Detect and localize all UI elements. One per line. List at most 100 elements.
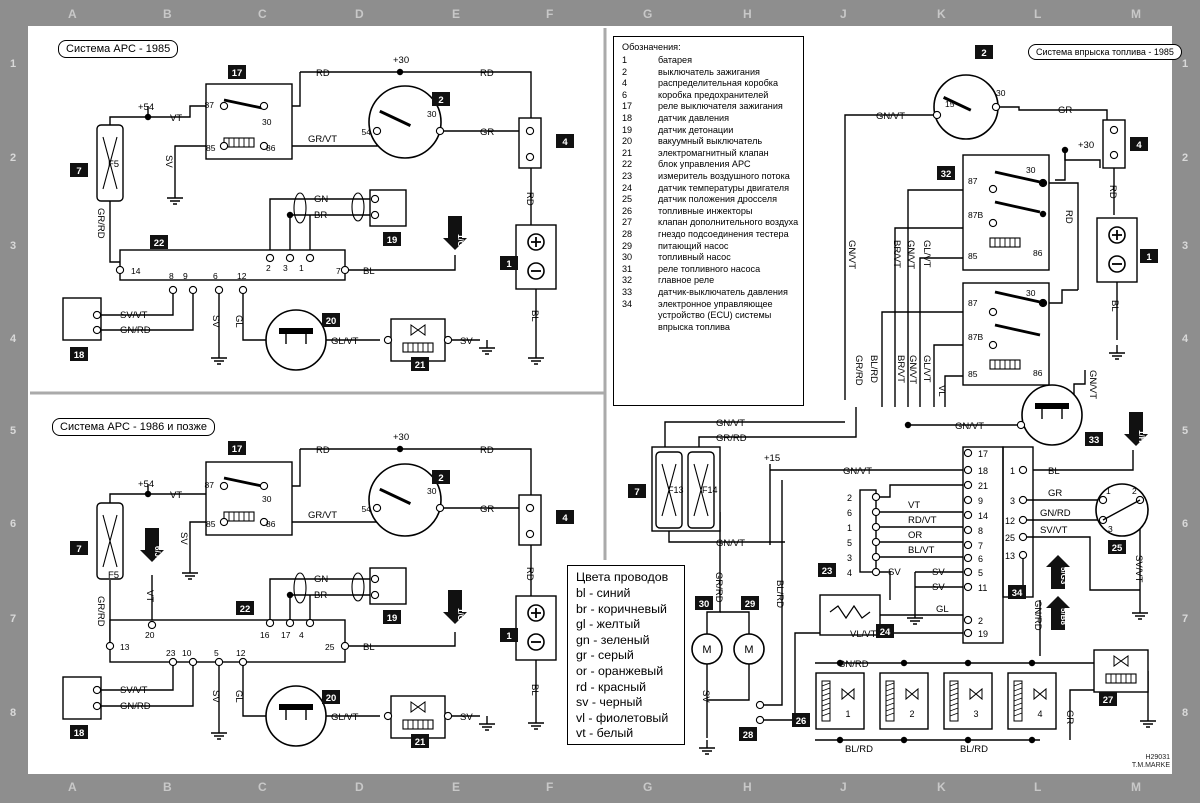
wire-label: BR/VT xyxy=(891,240,902,268)
terminal xyxy=(525,503,535,513)
connector-box xyxy=(518,117,542,169)
component-number: 2 xyxy=(438,473,443,484)
wire xyxy=(1043,182,1079,290)
ruler-letter-l: L xyxy=(1034,7,1042,21)
title-fuel-injection: Система впрыска топлива - 1985 xyxy=(1028,44,1182,60)
wire-label: 30 xyxy=(1026,288,1036,298)
component-number-badge xyxy=(1108,540,1126,554)
wire-label: 86 xyxy=(1033,248,1043,258)
terminal xyxy=(188,285,198,295)
junction-dot xyxy=(1028,659,1036,667)
component-number-badge xyxy=(1099,692,1117,706)
wire-label: BL xyxy=(363,642,375,653)
relay-body xyxy=(205,83,293,160)
wire-label: GR/RD xyxy=(716,433,747,444)
component-number-badge xyxy=(1008,585,1026,599)
title-apc-1985: Система APC - 1985 xyxy=(58,40,179,58)
wire-label: VT xyxy=(170,113,182,124)
coil-hatch xyxy=(885,697,895,702)
ruler-letter-g: G xyxy=(643,780,653,794)
ruler-letter-a: A xyxy=(68,7,77,21)
coil-hatch xyxy=(949,682,959,687)
wire-label: RD xyxy=(1107,185,1118,199)
relay-contact xyxy=(994,323,1041,337)
wire xyxy=(944,375,963,407)
wire-label: 5 xyxy=(847,538,852,548)
ruler-number-4: 4 xyxy=(1182,333,1189,345)
terminal xyxy=(755,700,765,710)
terminal xyxy=(963,510,973,520)
ruler-letter-j: J xyxy=(840,7,847,21)
coil-hatch xyxy=(821,712,831,717)
legend-item-text: впрыска топлива xyxy=(658,321,730,332)
junction-dot xyxy=(1028,736,1036,744)
junction-dot xyxy=(836,659,844,667)
legend-item-number: 23 xyxy=(622,171,633,181)
terminal xyxy=(305,618,315,628)
plus-sign xyxy=(1112,230,1122,240)
wire-label: BL/RD xyxy=(868,355,879,383)
ecu-pin-number: 6 xyxy=(978,554,983,564)
legend-item-number: 4 xyxy=(622,78,628,89)
wire xyxy=(1043,289,1078,304)
wire-label: GN/RD xyxy=(838,659,869,670)
ground-symbol xyxy=(528,357,544,365)
terminal xyxy=(188,657,198,667)
terminal xyxy=(92,701,102,711)
ruler-number-4: 4 xyxy=(10,333,17,345)
wire-label: 86 xyxy=(266,143,276,153)
junction-dot xyxy=(964,736,972,744)
solenoid-valve xyxy=(390,318,446,362)
wire-label: GR/RD xyxy=(95,208,106,239)
legend-item-number: 2 xyxy=(622,66,628,77)
terminal xyxy=(963,465,973,475)
wire-label: 17 xyxy=(281,630,291,640)
wire-label: VT xyxy=(144,590,155,602)
relay-contact xyxy=(994,200,1041,214)
terminal xyxy=(435,126,445,136)
coil-hatch xyxy=(949,687,959,692)
terminal xyxy=(214,285,224,295)
component-number-badge xyxy=(628,484,646,498)
wire xyxy=(894,227,993,407)
component-number: 4 xyxy=(1136,140,1142,151)
wire-label: 12 xyxy=(237,271,247,281)
terminal xyxy=(372,126,382,136)
legend-item-number: 33 xyxy=(622,287,633,297)
ruler-number-7: 7 xyxy=(1182,613,1189,625)
valve-symbol xyxy=(841,687,855,701)
injector-coil xyxy=(885,680,895,722)
wire-label: GN/VT xyxy=(907,355,918,384)
wire-label: GR/RD xyxy=(713,572,724,603)
wire-label: 54 xyxy=(362,504,372,514)
terminal xyxy=(259,517,269,527)
wire xyxy=(1023,536,1140,591)
wire-label: 7 xyxy=(336,266,341,276)
component-number: 2 xyxy=(438,95,443,106)
component-number-badge xyxy=(228,65,246,79)
junction-dot xyxy=(1061,146,1069,154)
wire-label: 1 xyxy=(299,263,304,273)
wire-color-item: gn - зеленый xyxy=(576,632,650,647)
legend-item-text: коробка предохранителей xyxy=(658,89,769,100)
plus-sign xyxy=(531,608,541,618)
valve-symbol xyxy=(905,687,919,701)
legend-item-number: 21 xyxy=(622,147,633,158)
wire xyxy=(1069,689,1094,740)
wire-label: GN xyxy=(314,574,328,585)
coil-hatch xyxy=(1013,682,1023,687)
supply-label: +54 xyxy=(138,102,154,113)
wire-label: RD/VT xyxy=(908,515,937,526)
reference-arrow xyxy=(140,528,164,562)
terminal xyxy=(1016,420,1026,430)
component-number-badge xyxy=(975,45,993,59)
coil-hatch xyxy=(885,707,895,712)
component-number: 4 xyxy=(562,137,568,148)
